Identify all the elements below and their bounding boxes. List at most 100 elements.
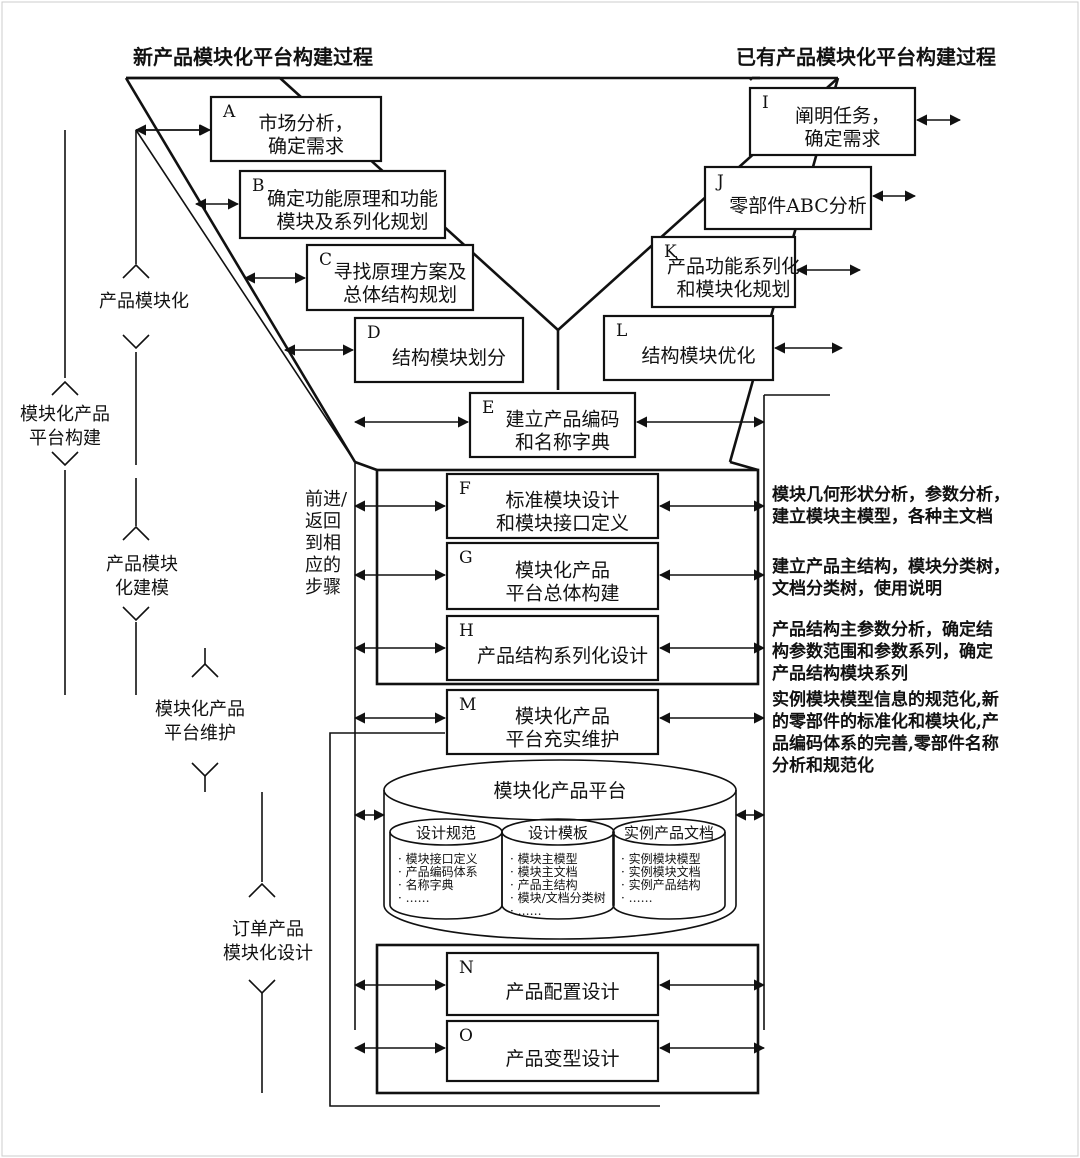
right-note-line: 分析和规范化 [772, 755, 874, 776]
cylinder-item: · 模块接口定义 [398, 851, 478, 866]
cylinder-item: · 产品编码体系 [398, 864, 478, 879]
right-note-line: 模块几何形状分析，参数分析， [772, 484, 1010, 505]
feedback-note-line: 前进/ [305, 489, 348, 510]
step-text: 零部件ABC分析 [729, 195, 867, 217]
step-letter: K [664, 242, 677, 262]
step-letter: E [482, 398, 494, 418]
step-text: 确定功能原理和功能 [267, 188, 438, 210]
cylinder-title: 设计规范 [416, 824, 476, 842]
right-note-line: 建立产品主结构，模块分类树， [772, 556, 1010, 577]
left-process-title: 新产品模块化平台构建过程 [133, 45, 373, 69]
cylinder-item: · 模块主文档 [510, 864, 578, 879]
step-letter: B [252, 176, 265, 196]
left-guides [51, 124, 276, 1093]
step-box-d: D 结构模块划分 [353, 316, 525, 384]
cylinder-title: 实例产品文档 [624, 824, 714, 842]
cylinder-item: · 模块主模型 [510, 852, 578, 866]
step-text: 产品配置设计 [505, 981, 619, 1003]
step-text: 模块化产品 [515, 560, 610, 582]
step-text: 市场分析， [258, 113, 353, 135]
arrows [134, 114, 962, 1054]
step-letter: C [319, 250, 332, 270]
step-text: 产品功能系列化 [667, 256, 800, 278]
left-stage-label: 模块化产品 [20, 404, 110, 425]
step-letter: O [459, 1026, 473, 1046]
step-text: 结构模块划分 [392, 347, 506, 369]
step-letter: L [616, 321, 627, 341]
right-note-line: 文档分类树，使用说明 [772, 578, 942, 599]
left-stage-label: 化建模 [115, 578, 169, 599]
right-note-line: 产品结构模块系列 [772, 663, 908, 684]
feedback-note-line: 到相 [305, 533, 341, 554]
step-text: 阐明任务， [795, 105, 890, 127]
step-box-i: I 阐明任务，确定需求 [748, 86, 917, 157]
left-stage-label: 产品模块 [106, 554, 178, 575]
cylinder-item: · …… [398, 891, 430, 905]
step-letter: F [459, 479, 471, 499]
cylinder-item: · …… [621, 891, 653, 905]
left-stage-label: 模块化设计 [223, 943, 313, 964]
step-text: 和模块接口定义 [496, 513, 629, 535]
cylinder-item: · 实例模块文档 [621, 864, 701, 879]
step-text: 和模块化规划 [676, 279, 790, 301]
feedback-note-line: 步骤 [305, 577, 341, 598]
step-text: 确定需求 [804, 128, 880, 150]
right-note-line: 实例模块模型信息的规范化,新 [772, 689, 999, 710]
step-text: 平台总体构建 [505, 583, 619, 605]
step-text: 产品结构系列化设计 [477, 645, 648, 667]
step-text: 平台充实维护 [505, 729, 619, 751]
step-box-l: L 结构模块优化 [602, 314, 775, 382]
step-text: 和名称字典 [515, 432, 610, 454]
left-stage-label: 订单产品 [232, 919, 304, 940]
cylinder-item: · …… [510, 904, 542, 918]
step-text: 总体结构规划 [343, 284, 457, 306]
step-letter: N [459, 958, 474, 978]
step-letter: H [459, 621, 474, 641]
right-process-title: 已有产品模块化平台构建过程 [736, 45, 996, 69]
cylinder-item: · 名称字典 [398, 877, 454, 892]
cylinder-title: 设计模板 [528, 824, 588, 842]
cylinder-item: · 实例模块模型 [621, 851, 701, 866]
step-text: 确定需求 [268, 136, 344, 158]
step-text: 结构模块优化 [641, 345, 755, 367]
right-note-line: 构参数范围和参数系列，确定 [772, 641, 993, 662]
right-note-line: 品编码体系的完善,零部件名称 [772, 733, 999, 754]
right-note-line: 产品结构主参数分析，确定结 [772, 619, 993, 640]
step-text: 寻找原理方案及 [333, 261, 466, 283]
step-letter: D [367, 323, 381, 343]
left-stage-label: 平台维护 [164, 723, 236, 744]
step-letter: I [762, 93, 769, 113]
feedback-note-line: 应的 [305, 555, 341, 576]
cylinder-item: · 产品主结构 [510, 877, 578, 892]
left-stage-label: 平台构建 [29, 428, 101, 449]
step-text: 模块及系列化规划 [276, 211, 428, 233]
platform-cylinder-3: 实例产品文档 · 实例模块模型· 实例模块文档· 实例产品结构· …… [612, 818, 726, 920]
platform-cylinder-2: 设计模板 · 模块主模型· 模块主文档· 产品主结构· 模块/文档分类树· …… [501, 818, 615, 920]
step-box-n: N 产品配置设计 [445, 951, 660, 1017]
feedback-note-line: 返回 [305, 511, 341, 532]
step-text: 模块化产品 [515, 706, 610, 728]
platform-title: 模块化产品平台 [493, 780, 626, 802]
left-stage-label: 模块化产品 [155, 699, 245, 720]
step-letter: A [222, 102, 236, 122]
cylinder-item: · 模块/文档分类树 [510, 890, 606, 905]
cylinder-item: · 实例产品结构 [621, 877, 701, 892]
step-box-a: A 市场分析，确定需求 [209, 95, 383, 163]
step-letter: M [459, 695, 476, 715]
right-note-line: 建立模块主模型，各种主文档 [772, 506, 993, 527]
step-letter: G [459, 548, 473, 568]
step-text: 建立产品编码 [505, 409, 619, 431]
